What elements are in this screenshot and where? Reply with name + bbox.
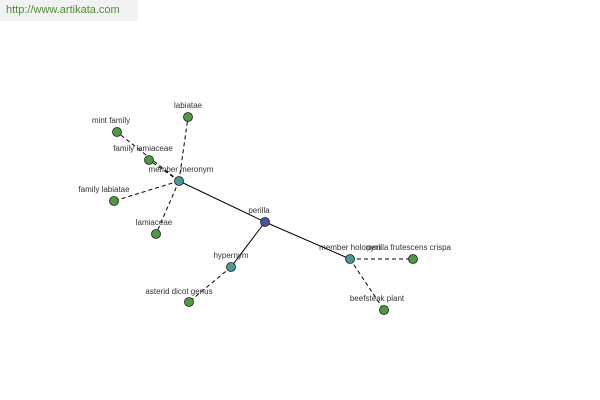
node-marker-hypernym[interactable] [226, 262, 236, 272]
edge-perilla-to-member-holonym [264, 221, 351, 260]
edges-layer [113, 116, 413, 311]
node-label-mint-family: mint family [92, 116, 130, 125]
node-marker-labiatae[interactable] [183, 112, 193, 122]
node-member-holonym[interactable]: member holonym [319, 243, 381, 264]
node-label-family-lamiaceae: family lamiaceae [113, 144, 173, 153]
edge-member-meronym-to-mint-family [116, 131, 180, 182]
node-hypernym[interactable]: hypernym [213, 251, 249, 272]
node-label-beefsteak-plant: beefsteak plant [350, 294, 405, 303]
edge-member-meronym-to-lamiaceae [155, 180, 180, 235]
node-member-meronym[interactable]: member meronym [149, 165, 214, 186]
node-label-labiatae: labiatae [174, 101, 203, 110]
node-beefsteak-plant[interactable]: beefsteak plant [350, 294, 405, 315]
node-family-lamiaceae[interactable]: family lamiaceae [113, 144, 173, 165]
node-perilla[interactable]: perilla [248, 206, 270, 227]
node-marker-family-lamiaceae[interactable] [144, 155, 154, 165]
node-marker-mint-family[interactable] [112, 127, 122, 137]
node-label-asterid-dicot-genus: asterid dicot genus [145, 287, 212, 296]
node-label-perilla-frutescens-crispa: perilla frutescens crispa [367, 243, 452, 252]
node-marker-lamiaceae[interactable] [151, 229, 161, 239]
node-marker-member-holonym[interactable] [345, 254, 355, 264]
node-asterid-dicot-genus[interactable]: asterid dicot genus [145, 287, 213, 307]
node-marker-beefsteak-plant[interactable] [379, 305, 389, 315]
node-label-lamiaceae: lamiaceae [136, 218, 173, 227]
edge-hypernym-to-asterid-dicot-genus [188, 266, 232, 303]
edge-member-holonym-to-beefsteak-plant [349, 258, 385, 311]
edge-perilla-to-member-meronym [178, 180, 266, 223]
node-marker-member-meronym[interactable] [174, 176, 184, 186]
site-url-link[interactable]: http://www.artikata.com [0, 0, 138, 21]
node-label-member-holonym: member holonym [319, 243, 381, 252]
node-mint-family[interactable]: mint family [92, 116, 130, 137]
edge-member-meronym-to-family-labiatae [113, 180, 180, 202]
node-marker-perilla-frutescens-crispa[interactable] [408, 254, 418, 264]
node-perilla-frutescens-crispa[interactable]: perilla frutescens crispa [367, 243, 452, 264]
edge-perilla-to-hypernym [230, 221, 266, 268]
node-marker-family-labiatae[interactable] [109, 196, 119, 206]
node-label-member-meronym: member meronym [149, 165, 214, 174]
node-label-perilla: perilla [248, 206, 270, 215]
node-lamiaceae[interactable]: lamiaceae [136, 218, 173, 239]
node-family-labiatae[interactable]: family labiatae [78, 185, 130, 206]
edge-member-meronym-to-labiatae [178, 116, 189, 182]
node-label-hypernym: hypernym [213, 251, 248, 260]
nodes-layer: perilla member meronym hypernym member holo… [78, 101, 452, 315]
node-labiatae[interactable]: labiatae [174, 101, 203, 122]
node-marker-asterid-dicot-genus[interactable] [184, 297, 194, 307]
node-label-family-labiatae: family labiatae [78, 185, 130, 194]
node-marker-perilla[interactable] [260, 217, 270, 227]
edge-member-meronym-to-family-lamiaceae [148, 159, 180, 182]
